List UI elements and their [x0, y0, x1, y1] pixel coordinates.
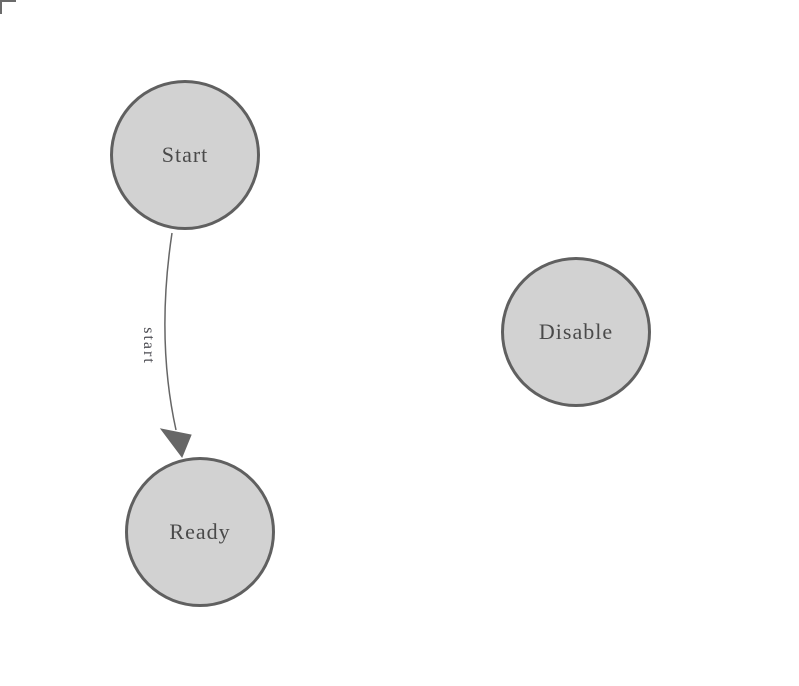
node-ready[interactable]: Ready [125, 457, 275, 607]
edge-label-start-transition[interactable]: start [140, 327, 157, 365]
node-disable[interactable]: Disable [501, 257, 651, 407]
canvas-corner-mark [0, 0, 16, 14]
node-disable-label: Disable [538, 319, 614, 344]
node-start[interactable]: Start [110, 80, 260, 230]
node-ready-label: Ready [169, 519, 231, 544]
arrowhead-icon [159, 428, 192, 459]
edge-start-to-ready[interactable] [164, 232, 177, 431]
node-start-label: Start [161, 142, 209, 167]
